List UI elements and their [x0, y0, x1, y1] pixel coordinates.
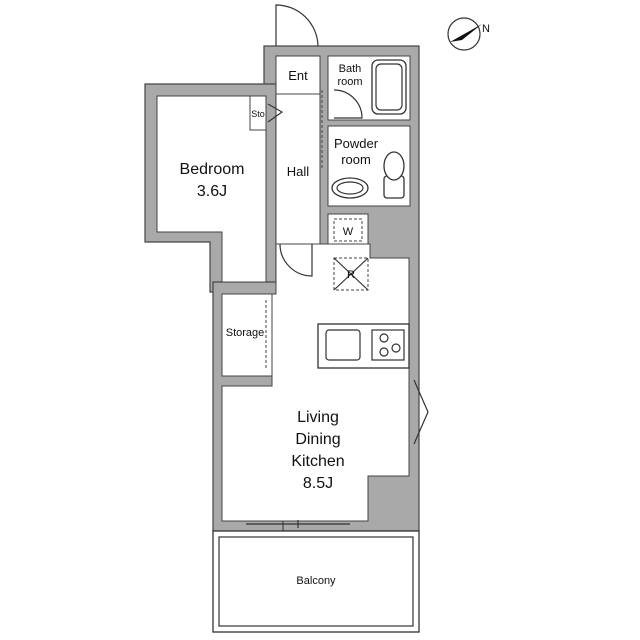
entrance-door-swing [275, 4, 319, 47]
bedroom-size: 3.6J [197, 183, 227, 200]
stove [371, 329, 405, 361]
burner-3 [379, 347, 389, 357]
kitchen-counter [317, 323, 410, 369]
room-entrance [275, 55, 321, 95]
bath-line1: Bath [339, 63, 362, 75]
ldk-line2: Dining [295, 431, 340, 448]
room-hall [275, 93, 321, 245]
small-storage-label: Sto [251, 109, 265, 119]
doors [265, 4, 363, 370]
labels: Bedroom 3.6J Living Dining Kitchen 8.5J … [180, 63, 379, 587]
bath-door-swing [333, 89, 363, 119]
room-ldk [221, 243, 410, 522]
powder-line2: room [341, 152, 371, 167]
bathtub-inner [375, 63, 403, 111]
ldk-line1: Living [297, 409, 339, 426]
compass-needle [450, 24, 482, 42]
ldk-size: 8.5J [303, 475, 333, 492]
balcony-inner-line [218, 536, 414, 627]
toilet-bowl [383, 151, 405, 181]
kitchen-sink [325, 329, 361, 361]
washbasin-inner [336, 181, 364, 195]
hall-door-swing [279, 243, 313, 277]
balcony-label: Balcony [296, 575, 336, 587]
room-small-storage [249, 95, 267, 131]
fridge-box [333, 257, 369, 291]
balcony-area [212, 530, 420, 633]
compass-ring [447, 17, 481, 51]
bathtub [371, 59, 407, 115]
storage-label: Storage [226, 327, 265, 339]
washer-label: W [343, 226, 354, 238]
fridge-label: R [347, 269, 355, 281]
washbasin [331, 177, 369, 199]
burner-1 [379, 333, 389, 343]
hall-label: Hall [287, 164, 310, 179]
ldk-line3: Kitchen [291, 453, 344, 470]
compass: N [447, 17, 490, 51]
fridge-x2 [333, 257, 369, 291]
bedroom-name: Bedroom [180, 161, 245, 178]
bath-line2: room [337, 76, 362, 88]
rooms [156, 55, 411, 522]
entrance-label: Ent [288, 68, 308, 83]
fixtures [246, 59, 429, 528]
powder-line1: Powder [334, 136, 379, 151]
compass-label: N [482, 23, 490, 35]
window-bay [413, 379, 429, 445]
burner-2 [391, 343, 401, 353]
small-storage-door [267, 103, 284, 123]
